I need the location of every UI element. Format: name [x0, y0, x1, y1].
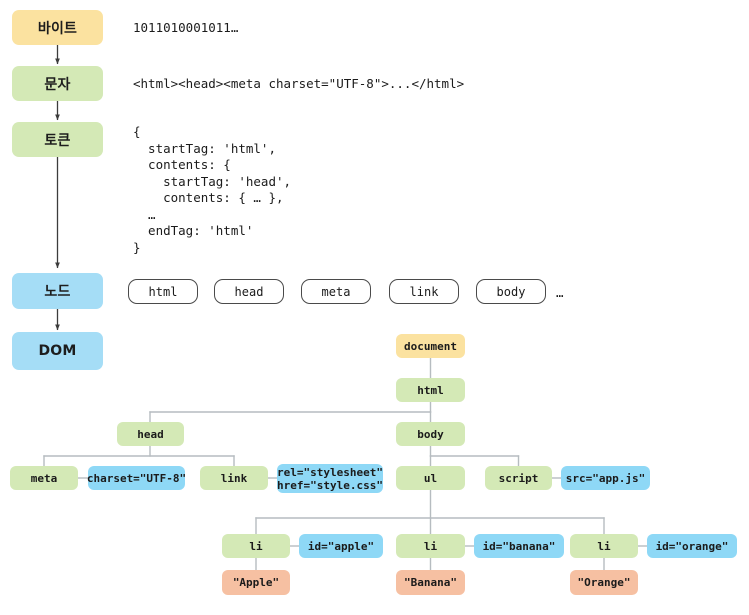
tree-node-li-apple[interactable]: li [222, 534, 290, 558]
tree-text-banana[interactable]: "Banana" [396, 570, 465, 595]
tree-node-label: li [423, 539, 438, 553]
stage-nodes[interactable]: 노드 [12, 273, 103, 309]
tree-attr-li-apple-id[interactable]: id="apple" [299, 534, 383, 558]
tree-attr-li-orange-id[interactable]: id="orange" [647, 534, 737, 558]
stage-bytes[interactable]: 바이트 [12, 10, 103, 45]
node-pill-body[interactable]: body [476, 279, 546, 304]
tree-attr-li-banana-id[interactable]: id="banana" [474, 534, 564, 558]
stage-label: DOM [38, 343, 77, 359]
node-pill-label: head [234, 284, 264, 299]
tree-text-orange[interactable]: "Orange" [570, 570, 638, 595]
tree-attr-link-rel-href[interactable]: rel="stylesheet" href="style.css" [277, 464, 383, 493]
tree-attr-label: id="apple" [307, 539, 375, 553]
tree-node-label: html [417, 383, 444, 397]
tree-attr-label: src="app.js" [565, 471, 646, 485]
tree-node-li-banana[interactable]: li [396, 534, 465, 558]
tree-node-label: script [498, 471, 539, 485]
tree-text-label: "Apple" [232, 576, 280, 589]
tree-node-label: meta [30, 471, 58, 485]
tree-text-label: "Banana" [404, 576, 457, 589]
node-pill-ellipsis: … [556, 285, 564, 300]
tree-node-link[interactable]: link [200, 466, 268, 490]
bytes-sample: 1011010001011… [133, 20, 239, 35]
stage-label: 문자 [44, 76, 71, 93]
tree-node-label: li [597, 539, 611, 553]
node-pill-label: link [409, 284, 439, 299]
tree-attr-label: id="orange" [655, 539, 729, 553]
node-pill-label: body [496, 284, 526, 299]
tree-node-label: head [137, 427, 164, 441]
tree-attr-label: charset="UTF-8" [86, 471, 187, 485]
tree-node-head[interactable]: head [117, 422, 184, 446]
tree-node-script[interactable]: script [485, 466, 552, 490]
tree-attr-label: rel="stylesheet" href="style.css" [277, 465, 383, 492]
stage-characters[interactable]: 문자 [12, 66, 103, 101]
tokens-sample: { startTag: 'html', contents: { startTag… [133, 124, 292, 255]
tree-node-body[interactable]: body [396, 422, 465, 446]
tree-text-label: "Orange" [577, 576, 631, 589]
node-pill-link[interactable]: link [389, 279, 459, 304]
tree-node-document[interactable]: document [396, 334, 465, 358]
tree-attr-script-src[interactable]: src="app.js" [561, 466, 650, 490]
tree-node-label: ul [423, 471, 438, 485]
node-pill-label: html [148, 284, 178, 299]
tree-attr-label: id="banana" [482, 539, 556, 553]
characters-sample: <html><head><meta charset="UTF-8">...</h… [133, 76, 465, 91]
tree-node-label: document [404, 339, 457, 353]
tree-node-label: li [249, 539, 263, 553]
node-pill-label: meta [321, 284, 351, 299]
stage-label: 노드 [44, 284, 71, 300]
tree-node-html[interactable]: html [396, 378, 465, 402]
node-pill-html[interactable]: html [128, 279, 198, 304]
node-pill-head[interactable]: head [214, 279, 284, 304]
stage-label: 토큰 [44, 132, 71, 149]
tree-node-meta[interactable]: meta [10, 466, 78, 490]
tree-node-li-orange[interactable]: li [570, 534, 638, 558]
stage-dom[interactable]: DOM [12, 332, 103, 370]
tree-attr-meta-charset[interactable]: charset="UTF-8" [86, 466, 187, 490]
tree-node-label: link [220, 471, 248, 485]
stage-tokens[interactable]: 토큰 [12, 122, 103, 157]
tree-node-label: body [417, 427, 444, 441]
tree-node-ul[interactable]: ul [396, 466, 465, 490]
node-pill-meta[interactable]: meta [301, 279, 371, 304]
tree-text-apple[interactable]: "Apple" [222, 570, 290, 595]
stage-label: 바이트 [37, 20, 78, 37]
